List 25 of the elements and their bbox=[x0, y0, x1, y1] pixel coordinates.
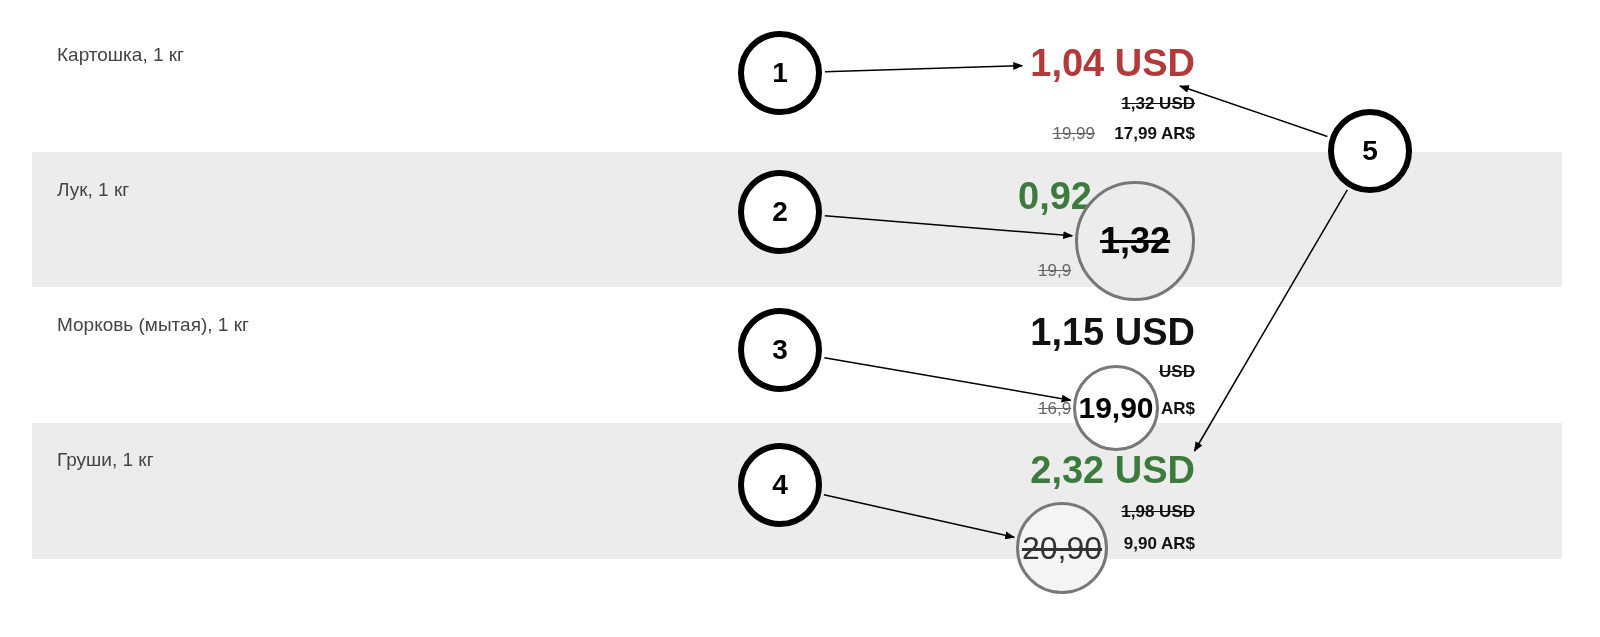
callout-number: 3 bbox=[738, 308, 822, 392]
arrow bbox=[823, 356, 1072, 403]
callout-number: 5 bbox=[1328, 109, 1412, 193]
old-price: 16,9 bbox=[1038, 400, 1072, 417]
arrow bbox=[823, 494, 1016, 540]
magnifier-callout: 20,90 bbox=[1016, 502, 1108, 594]
arrow bbox=[824, 214, 1074, 240]
price: 0,92 bbox=[1018, 177, 1092, 215]
price: 1,15 USD bbox=[1030, 313, 1195, 351]
old-price: 19,99 bbox=[1052, 125, 1095, 142]
arrow bbox=[824, 62, 1024, 73]
callout-number: 1 bbox=[738, 31, 822, 115]
item-name: Груши, 1 кг bbox=[57, 450, 154, 469]
item-name: Лук, 1 кг bbox=[57, 180, 130, 199]
price: 2,32 USD bbox=[1030, 451, 1195, 489]
price: 1,04 USD bbox=[1030, 44, 1195, 82]
item-name: Морковь (мытая), 1 кг bbox=[57, 315, 249, 334]
local-price: 9,90 AR$ bbox=[1123, 535, 1195, 552]
item-name: Картошка, 1 кг bbox=[57, 45, 185, 64]
magnifier-callout: 19,90 bbox=[1073, 365, 1159, 451]
old-price: 1,32 USD bbox=[1121, 95, 1195, 112]
arrow bbox=[1178, 85, 1329, 138]
arrow bbox=[1193, 189, 1349, 452]
local-price: 17,99 AR$ bbox=[1114, 125, 1195, 142]
old-price: USD bbox=[1159, 363, 1195, 380]
